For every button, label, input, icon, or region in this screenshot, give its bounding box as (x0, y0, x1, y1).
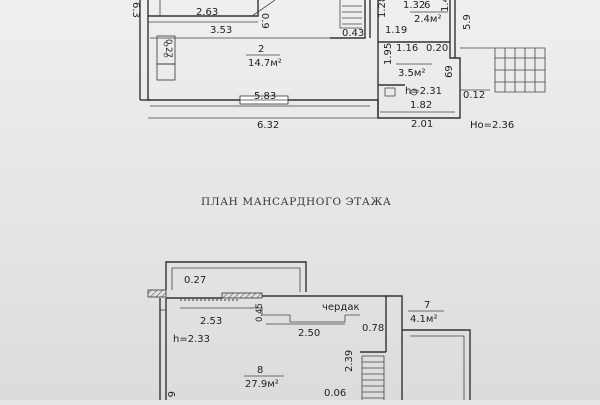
first-floor-plan: 2.63 3.53 0.9 6.3 0.27 2 14.7м² 0.43 1.9… (130, 0, 546, 131)
dim-label: 1.28 (377, 0, 388, 18)
dim-label: 1.47 (440, 0, 451, 12)
dim-label: 0.45 (255, 303, 265, 322)
room-height: h=2.31 (405, 86, 442, 97)
dim-label: 6.32 (257, 120, 279, 131)
dim-label: 0.12 (463, 90, 485, 101)
room-number: 2 (258, 44, 264, 55)
dim-label: 0.78 (362, 323, 384, 334)
dim-label: 1.32 (403, 0, 425, 11)
room-area: 2.4м² (414, 14, 441, 25)
dim-label: 3.53 (210, 25, 232, 36)
room-number: 6 (424, 0, 430, 11)
room-area: 4.1м² (410, 314, 437, 325)
plan-title: ПЛАН МАНСАРДНОГО ЭТАЖА (201, 196, 391, 208)
room-area: 14.7м² (248, 58, 282, 69)
room-area: 3.5м² (398, 68, 425, 79)
dim-label: 6 (165, 391, 176, 397)
dim-label: 0.20 (426, 43, 448, 54)
attic-floor-plan: 0.27 2.53 0.45 2.50 чердак 0.78 h=2.33 7… (147, 261, 471, 400)
dim-label: 69 (444, 65, 455, 78)
dim-label: 2.01 (411, 119, 433, 130)
dim-label: 1.95 (383, 43, 394, 65)
dim-label: 1.16 (396, 43, 418, 54)
dim-label: 6.3 (130, 2, 141, 18)
room-height: h=2.33 (173, 334, 210, 345)
dim-label: 2.53 (200, 316, 222, 327)
dim-label: 1.82 (410, 100, 432, 111)
attic-label: чердак (322, 302, 360, 313)
room-number: 8 (257, 365, 263, 376)
dim-label: 0.43 (342, 28, 364, 39)
dim-label: 0.27 (184, 275, 206, 286)
room-number: 7 (424, 300, 430, 311)
dim-label: 2.50 (298, 328, 320, 339)
dim-label: 2.63 (196, 7, 218, 18)
dim-label: 2.39 (344, 350, 355, 372)
dim-label: 0.9 (259, 13, 270, 29)
dim-label: 5.9 (462, 14, 473, 30)
room-area: 27.9м² (245, 379, 279, 390)
dim-label: 5.83 (254, 91, 276, 102)
dim-label: 0.27 (163, 39, 173, 58)
base-height: Ho=2.36 (470, 120, 514, 131)
dim-label: 1.19 (385, 25, 407, 36)
dim-label: 0.06 (324, 388, 346, 399)
